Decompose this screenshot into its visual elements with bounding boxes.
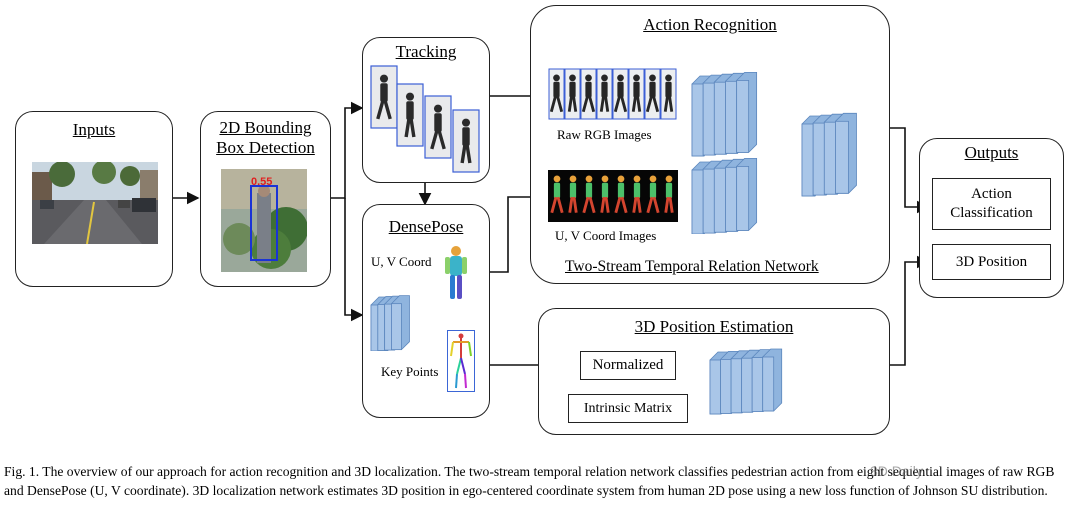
pedestrian-silhouette: [664, 175, 674, 213]
feature-map-face: [835, 120, 849, 194]
uv-image-strip: [548, 170, 678, 222]
pedestrian-silhouette: [645, 74, 660, 113]
pedestrian-silhouette: [600, 175, 610, 213]
inputs-title: Inputs: [72, 120, 116, 139]
action-classification-block: Action Classification: [932, 178, 1051, 230]
keypoints-skeleton: [447, 330, 475, 392]
feature-map-face: [691, 169, 705, 234]
key-points-label: Key Points: [381, 364, 439, 379]
feature-map-face: [736, 80, 750, 153]
feature-map-face: [725, 80, 738, 154]
feature-map-face: [762, 356, 775, 412]
uv-images-label: U, V Coord Images: [555, 228, 657, 243]
densepose-title: DensePose: [388, 217, 464, 236]
intrinsic-matrix-block: Intrinsic Matrix: [568, 394, 688, 423]
pedestrian-silhouette: [549, 74, 564, 113]
pedestrian-silhouette: [613, 74, 628, 113]
fusion-layers: [801, 112, 857, 197]
bbox-title-line-2: Box Detection: [216, 138, 315, 157]
feature-map-face: [391, 303, 402, 351]
feature-map-face: [691, 83, 705, 157]
feature-map-face: [751, 357, 764, 413]
figure-caption: Fig. 1. The overview of our approach for…: [4, 464, 1055, 498]
position-network-layers: [709, 348, 783, 415]
pedestrian-silhouette: [404, 92, 416, 138]
feature-map-face: [725, 166, 738, 232]
bbox-detection-title: 2D Bounding Box Detection: [201, 118, 330, 158]
feature-map-face: [702, 82, 716, 156]
pedestrian-silhouette: [631, 74, 642, 112]
feature-map-face: [702, 168, 716, 234]
inputs-box: Inputs: [15, 111, 173, 287]
pedestrian-silhouette: [663, 74, 674, 112]
tracking-box: Tracking: [362, 37, 490, 183]
pedestrian-silhouette: [614, 175, 628, 214]
feature-map-face: [730, 358, 743, 414]
pedestrian-silhouette: [646, 175, 660, 214]
outputs-title: Outputs: [964, 143, 1019, 162]
pedestrian-silhouette: [599, 74, 610, 112]
pedestrian-silhouette: [550, 175, 564, 214]
pedestrian-silhouette: [460, 118, 472, 164]
position-estimation-title: 3D Position Estimation: [634, 317, 794, 336]
street-scene-image: [32, 162, 158, 244]
detection-crop-image: [221, 169, 307, 272]
feature-map-face: [741, 357, 754, 413]
pedestrian-silhouette: [567, 74, 578, 112]
raw-rgb-strip: [548, 68, 677, 120]
feature-map-face: [713, 167, 727, 233]
arrow-action-to-outputs: [875, 127, 930, 214]
pedestrian-silhouette: [568, 175, 578, 213]
pedestrian-silhouette: [581, 74, 596, 113]
uv-coord-label: U, V Coord: [371, 254, 432, 269]
pedestrian-silhouette: [632, 175, 642, 213]
rgb-stream-layers: [691, 71, 758, 157]
action-classification-line-1: Action: [971, 186, 1012, 203]
trn-label: Two-Stream Temporal Relation Network: [565, 258, 819, 275]
uv-stream-layers: [691, 158, 758, 234]
feature-map-face: [713, 81, 727, 155]
watermark: 3D Daily: [870, 463, 923, 479]
bbox-title-line-1: 2D Bounding: [219, 118, 312, 137]
feature-map-face: [720, 358, 732, 414]
tracking-title: Tracking: [395, 42, 457, 61]
pedestrian-silhouette: [430, 104, 446, 150]
arrow-bbox-to-densepose: [344, 198, 364, 322]
detection-score: 0.55: [251, 176, 273, 188]
action-classification-line-2: Classification: [950, 205, 1033, 221]
action-recognition-title: Action Recognition: [643, 15, 777, 34]
tracking-sequence: [370, 65, 480, 173]
feature-map-face: [736, 166, 750, 231]
position-output-block: 3D Position: [932, 244, 1051, 280]
arrow-bbox-to-tracking: [331, 101, 364, 199]
feature-map-face: [709, 359, 722, 415]
bbox-detection-box: 2D Bounding Box Detection 0.55: [200, 111, 331, 287]
pedestrian-silhouette: [376, 74, 392, 120]
normalized-block: Normalized: [580, 351, 676, 380]
action-network-layers: [691, 71, 857, 234]
densepose-figure: [445, 246, 467, 299]
densepose-box: DensePose U, V Coord Key Points: [362, 204, 490, 418]
pedestrian-silhouette: [582, 175, 596, 214]
densepose-feature-layers: [370, 295, 410, 351]
raw-rgb-label: Raw RGB Images: [557, 127, 652, 142]
